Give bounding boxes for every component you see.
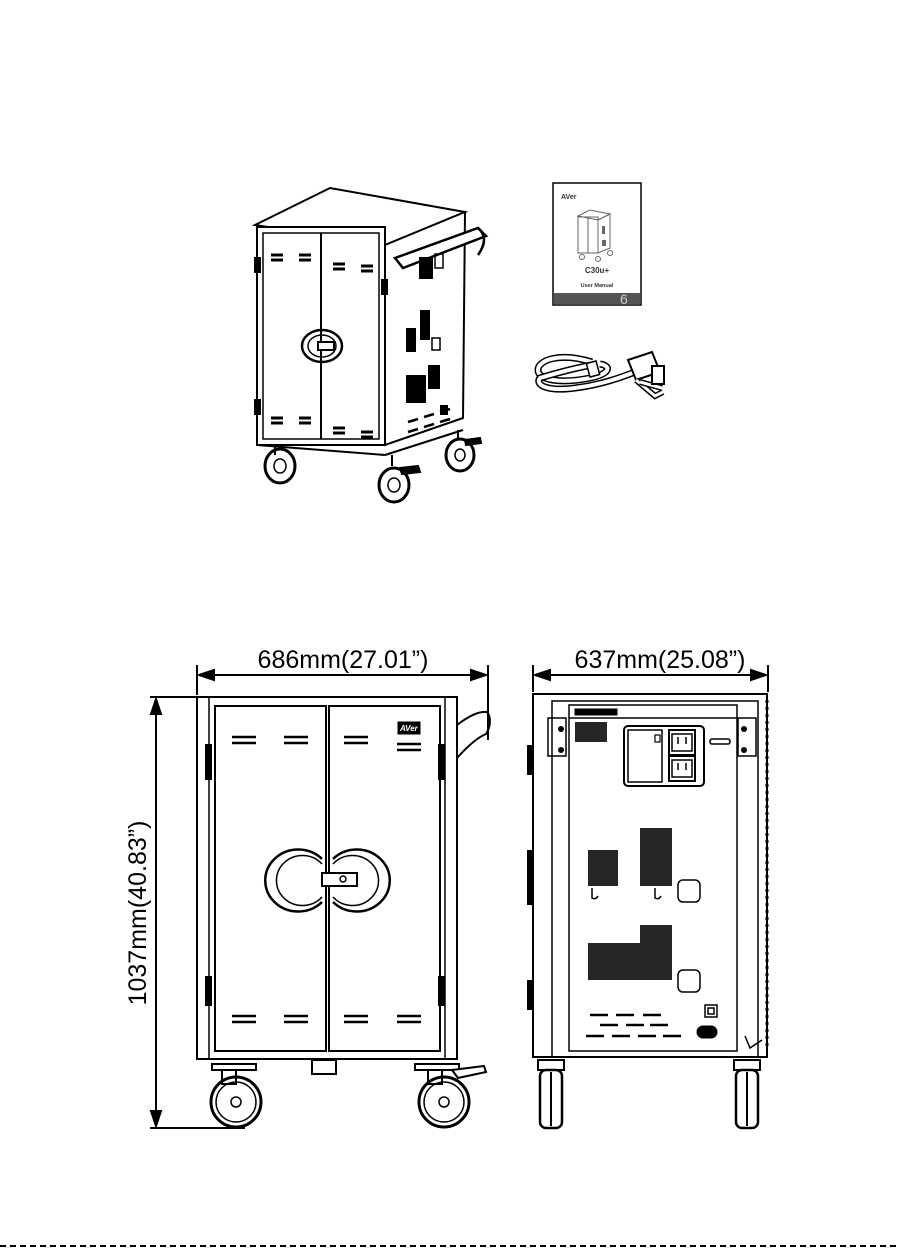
cart-isometric [255,188,486,502]
cart-front-view: AVer [197,697,490,1127]
cart-side-view [527,694,767,1128]
power-cord-illustration [538,352,664,396]
manual-page-number: 6 [620,291,628,307]
depth-dimension-label: 637mm(25.08”) [575,646,746,674]
user-manual-illustration: AVer C30u+ User Manual 6 [553,183,641,307]
cart-front-logo: AVer [399,724,419,733]
manual-brand-logo: AVer [561,194,577,201]
manual-subtitle: User Manual [581,283,614,289]
height-dimension-label: 1037mm(40.83”) [124,821,152,1006]
width-dimension-label: 686mm(27.01”) [258,646,429,674]
manual-model: C30u+ [585,266,610,275]
